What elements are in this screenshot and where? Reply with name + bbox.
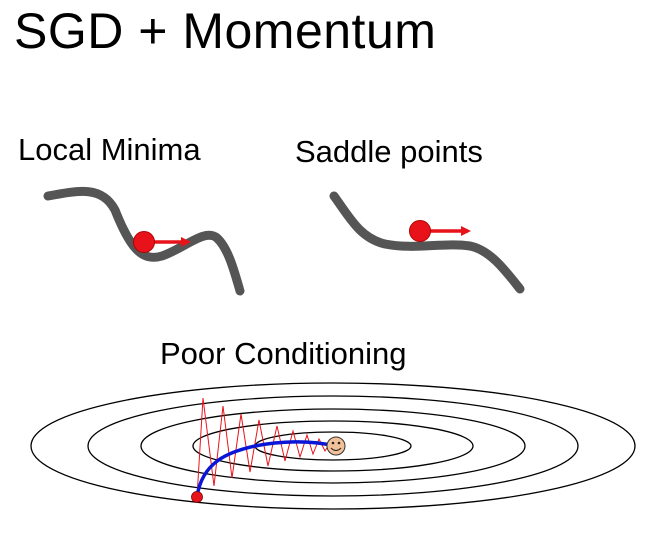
smiley-face-icon — [326, 436, 346, 456]
red-ball-icon — [133, 231, 155, 253]
saddle-curve — [329, 191, 525, 294]
saddle-points-label: Saddle points — [295, 134, 483, 169]
sgd-zigzag-path — [196, 397, 335, 498]
red-ball-icon — [191, 491, 203, 503]
poor-conditioning-label: Poor Conditioning — [160, 336, 407, 371]
poor-conditioning-diagram — [30, 382, 636, 510]
red-ball-icon — [409, 220, 431, 242]
local-minima-label: Local Minima — [18, 132, 201, 167]
local-minima-curve — [43, 186, 245, 296]
local-minima-diagram — [43, 186, 245, 296]
slide-title: SGD + Momentum — [14, 3, 437, 59]
momentum-path — [195, 440, 337, 499]
contour-ellipses — [30, 382, 636, 510]
saddle-points-diagram — [329, 191, 525, 294]
